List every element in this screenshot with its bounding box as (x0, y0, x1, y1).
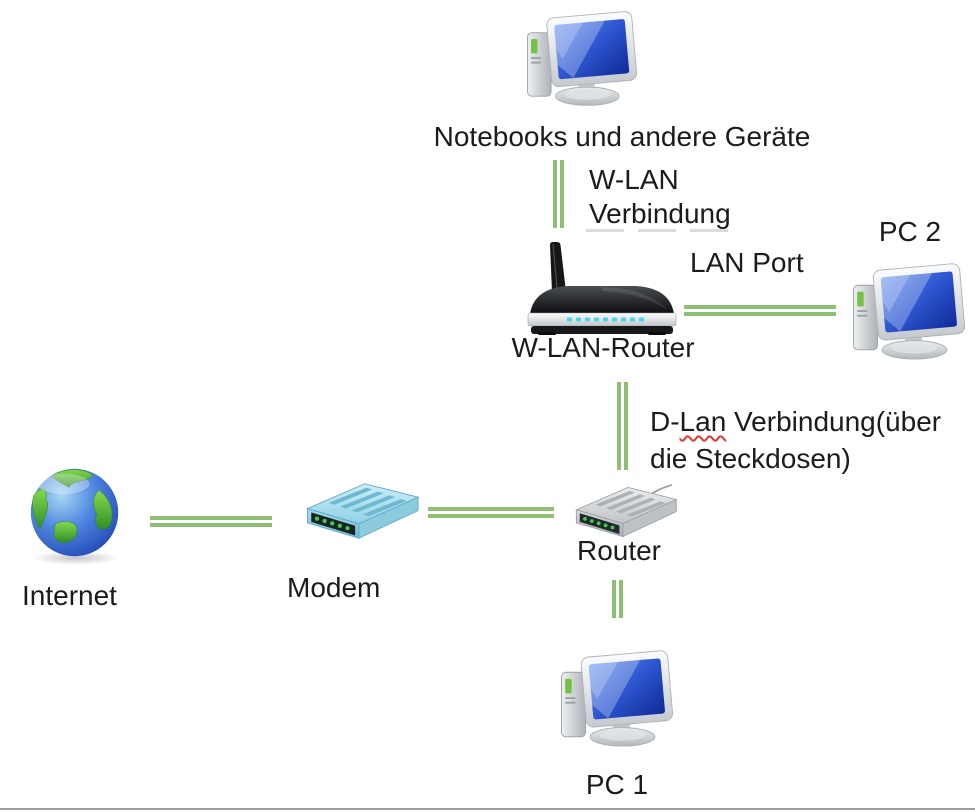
wlan-router-icon (522, 240, 682, 340)
dlan-prefix: D- (650, 406, 680, 437)
dlan-connection-label: D-Lan Verbindung(über die Steckdosen) (650, 403, 941, 477)
wlan-label-line1: W-LAN (589, 164, 679, 195)
router-label: Router (576, 535, 662, 566)
dlan-rest: Verbindung(über (726, 406, 942, 437)
dlan-label-line2: die Steckdosen) (650, 443, 851, 474)
internet-globe-icon (28, 466, 121, 559)
internet-label: Internet (22, 580, 117, 611)
modem-label: Modem (287, 572, 381, 603)
pc2-computer-icon (848, 258, 968, 366)
modem-router-connection-line (428, 507, 554, 518)
router-pc1-connection-line (612, 580, 623, 618)
wlan-router-label: W-LAN-Router (511, 332, 695, 363)
lan-port-label: LAN Port (690, 247, 804, 278)
notebook-computer-icon (522, 6, 640, 112)
dlan-connection-line (617, 382, 628, 470)
globe-shadow (32, 551, 120, 565)
wlan-label-line2: Verbindung (589, 198, 731, 229)
internet-modem-connection-line (150, 516, 272, 527)
faint-review-marks (586, 229, 736, 232)
pc1-computer-icon (556, 646, 676, 752)
pc2-label: PC 2 (878, 216, 942, 247)
router-icon (566, 484, 678, 540)
notebooks-label: Notebooks und andere Geräte (433, 121, 811, 152)
dlan-label-line1: D-Lan Verbindung(über (650, 403, 941, 440)
pc1-label: PC 1 (585, 769, 649, 800)
wlan-connection-line (553, 160, 564, 228)
dlan-misspelled-word: Lan (679, 406, 727, 437)
wlan-connection-label: W-LAN Verbindung (589, 163, 731, 231)
modem-icon (296, 480, 420, 542)
lan-connection-line (684, 305, 836, 316)
bottom-divider (0, 808, 975, 810)
